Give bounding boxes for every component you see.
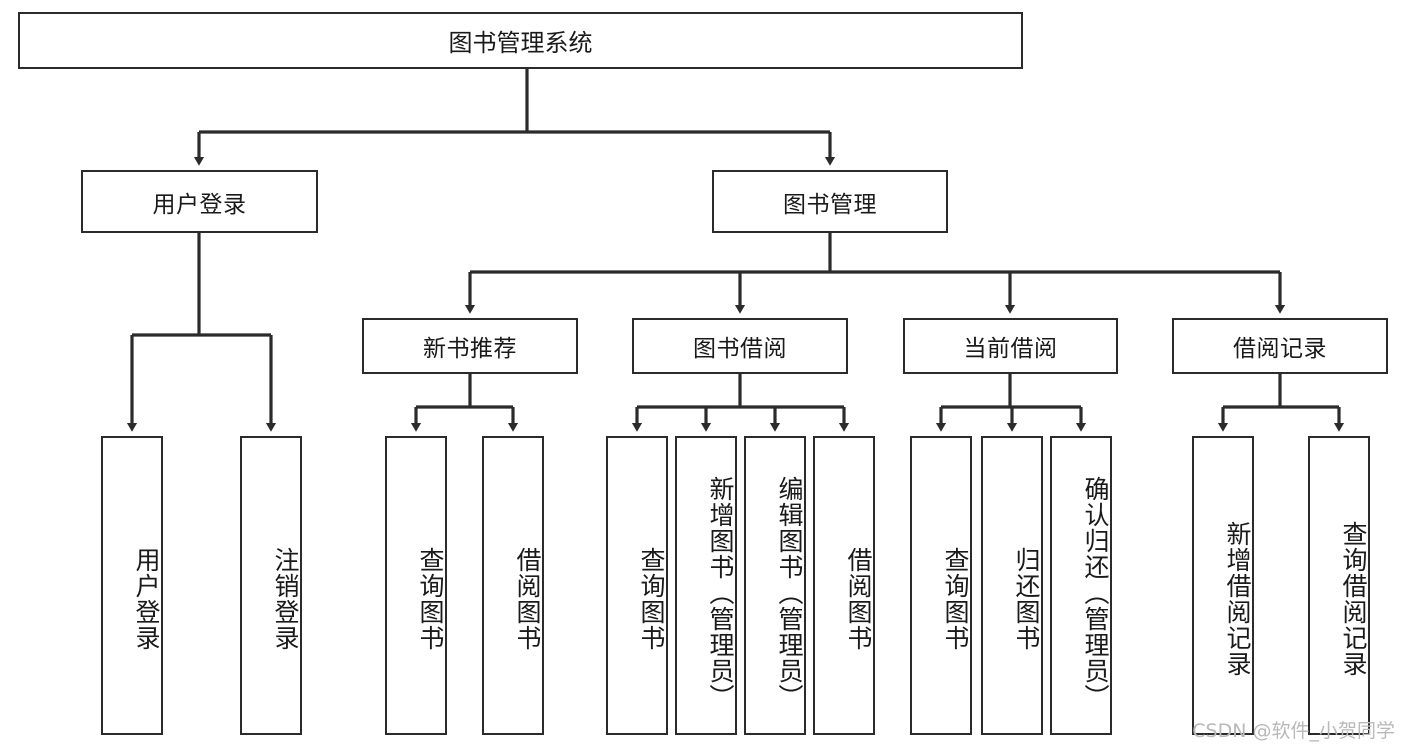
leaf-query-book-1[interactable]: 查询图书 [385, 436, 447, 735]
leaf-edit-book-admin[interactable]: 编辑图书（管理员） [744, 436, 806, 735]
node-label: 用户登录 [152, 191, 247, 218]
csdn-watermark: CSDN @软件_小贺同学 [1192, 720, 1395, 742]
leaf-query-book-3[interactable]: 查询图书 [910, 436, 972, 735]
node-label: 图书借阅 [693, 336, 787, 362]
node-label: 新书推荐 [423, 336, 517, 362]
node-label: 借阅记录 [1233, 336, 1327, 362]
leaf-logout[interactable]: 注销登录 [240, 436, 302, 735]
leaf-borrow-book-2[interactable]: 借阅图书 [813, 436, 875, 735]
node-label: 当前借阅 [963, 336, 1058, 362]
node-root[interactable]: 图书管理系统 [18, 12, 1023, 69]
node-label: 查询图书 [941, 546, 970, 651]
node-new-book-recommend[interactable]: 新书推荐 [362, 318, 578, 374]
node-user-login[interactable]: 用户登录 [81, 170, 318, 233]
leaf-query-book-2[interactable]: 查询图书 [606, 436, 668, 735]
leaf-return-book[interactable]: 归还图书 [981, 436, 1043, 735]
node-label: 图书管理系统 [448, 29, 593, 57]
node-borrow-record[interactable]: 借阅记录 [1172, 318, 1388, 374]
leaf-borrow-book-1[interactable]: 借阅图书 [482, 436, 544, 735]
node-label: 新增借阅记录 [1223, 520, 1252, 677]
leaf-add-borrow-record[interactable]: 新增借阅记录 [1192, 436, 1254, 735]
node-label: 新增图书（管理员） [706, 475, 735, 710]
node-book-borrow[interactable]: 图书借阅 [632, 318, 848, 374]
leaf-add-book-admin[interactable]: 新增图书（管理员） [675, 436, 737, 735]
node-label: 用户登录 [132, 546, 161, 651]
node-label: 借阅图书 [844, 546, 873, 651]
node-current-borrow[interactable]: 当前借阅 [903, 318, 1118, 374]
node-label: 归还图书 [1012, 546, 1041, 651]
leaf-query-borrow-record[interactable]: 查询借阅记录 [1308, 436, 1370, 735]
node-label: 编辑图书（管理员） [775, 475, 804, 710]
node-label: 借阅图书 [513, 546, 542, 651]
node-label: 查询图书 [637, 546, 666, 651]
leaf-confirm-return-admin[interactable]: 确认归还（管理员） [1050, 436, 1112, 735]
node-label: 查询借阅记录 [1339, 520, 1368, 677]
node-label: 确认归还（管理员） [1081, 475, 1110, 710]
node-book-management[interactable]: 图书管理 [712, 170, 948, 233]
node-label: 注销登录 [271, 546, 300, 651]
node-label: 图书管理 [783, 191, 877, 218]
node-label: 查询图书 [416, 546, 445, 651]
leaf-user-login[interactable]: 用户登录 [101, 436, 163, 735]
